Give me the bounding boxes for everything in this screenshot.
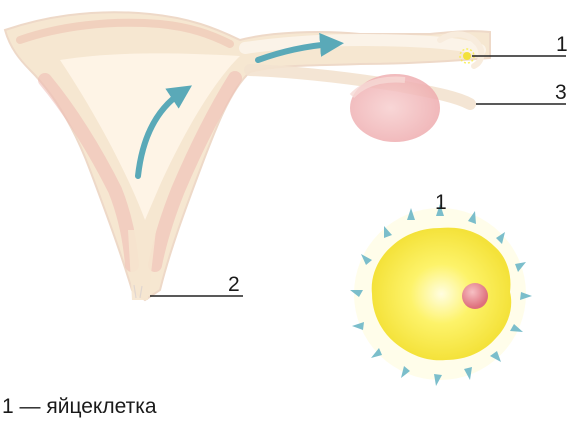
label-vagina: 2 — [228, 274, 240, 295]
label-ovary: 3 — [555, 82, 567, 103]
caption: 1 — яйцеклетка — [2, 395, 157, 419]
nucleus — [462, 283, 488, 309]
small-egg-cell — [463, 52, 471, 60]
label-egg-enlarged: 1 — [435, 192, 447, 213]
ovary — [350, 74, 440, 142]
label-egg-top: 1 — [556, 34, 568, 55]
egg-cell-enlarged — [350, 204, 532, 386]
